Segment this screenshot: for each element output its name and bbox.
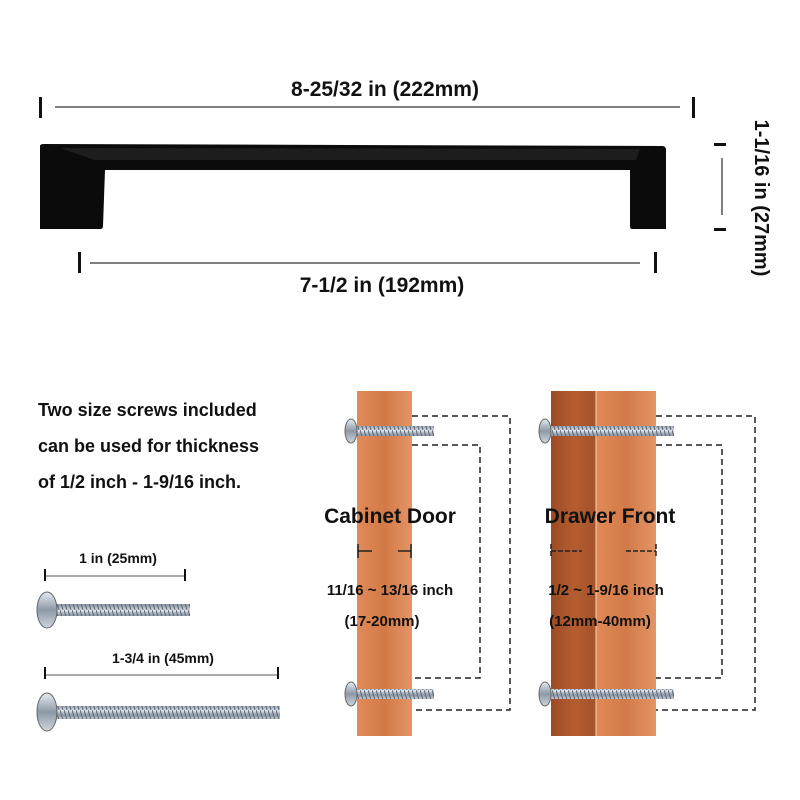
drawer-front-thickness-mm: (12mm-40mm) [549,613,651,630]
overall-length-dimension [39,97,695,118]
cabinet-door-thickness-mm: (17-20mm) [344,613,419,630]
short-screw [36,591,190,629]
cabinet-door-wood [357,391,412,736]
drawer-front-thickness-inch: 1/2 ~ 1-9/16 inch [548,582,663,599]
cabinet-door-screws [344,418,434,707]
cabinet-door-handle-outline [412,415,511,711]
drawer-front-inner-wood [551,391,596,736]
hole-spacing-label: 7-1/2 in (192mm) [300,274,465,297]
screw-info-line-3: of 1/2 inch - 1-9/16 inch. [38,472,241,492]
projection-dimension [714,143,726,231]
projection-label: 1-1/16 in (27mm) [750,120,772,277]
overall-length-label: 8-25/32 in (222mm) [291,78,479,101]
drawer-front-outer-wood [596,391,656,736]
short-screw-label: 1 in (25mm) [79,550,157,566]
black-handle [40,144,666,229]
long-screw-label: 1-3/4 in (45mm) [112,650,214,666]
cabinet-door-thickness-inch: 11/16 ~ 13/16 inch [327,582,453,599]
short-screw-dimension [44,569,186,581]
drawer-front-screws [538,418,674,707]
cabinet-door-title: Cabinet Door [324,505,456,528]
screw-info-line-1: Two size screws included [38,400,257,420]
drawer-front-title: Drawer Front [545,505,676,528]
hole-spacing-dimension [78,252,657,273]
screw-info-line-2: can be used for thickness [38,436,259,456]
drawer-front-handle-outline [656,415,756,711]
long-screw-dimension [44,667,279,679]
long-screw [36,692,280,732]
